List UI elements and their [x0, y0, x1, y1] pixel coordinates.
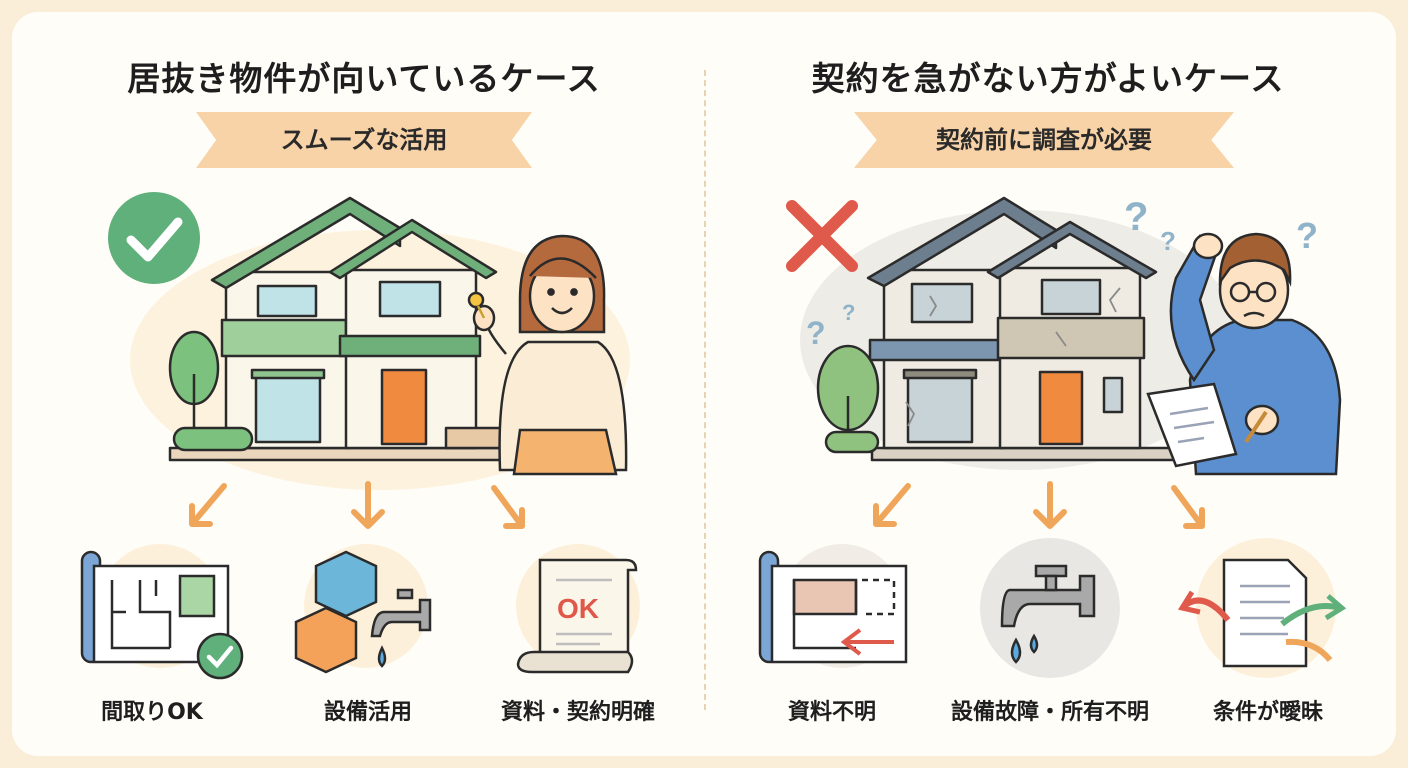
floorplan-check-icon [80, 544, 244, 680]
old-house-icon [866, 196, 1194, 462]
left-title: 居抜き物件が向いているケース [127, 59, 601, 98]
ok-document-icon [516, 544, 640, 674]
ambiguous-document-icon [1178, 538, 1347, 678]
svg-text:?: ? [1124, 195, 1148, 239]
boxes-faucet-icon [294, 544, 432, 674]
confused-man-icon [1146, 232, 1342, 476]
cross-mark-icon [786, 200, 858, 272]
label-docs-clear: 資料・契約明確 [500, 700, 655, 725]
tree-icon [168, 330, 254, 452]
left-ribbon: スムーズな活用 [196, 112, 532, 168]
label-terms-ambiguous: 条件が曖昧 [1212, 700, 1323, 725]
unclear-floorplan-icon [758, 544, 908, 668]
label-equipment-use: 設備活用 [323, 700, 412, 725]
old-tree-icon [816, 344, 880, 454]
question-marks-icon: ? ? ? ? ? [806, 195, 1318, 351]
ok-stamp: OK [557, 593, 599, 624]
tidy-house-icon [168, 196, 512, 462]
broken-faucet-icon [980, 538, 1120, 678]
center-divider [704, 70, 706, 710]
left-arrows [189, 481, 525, 529]
svg-text:?: ? [1160, 226, 1176, 256]
label-floorplan-ok: 間取りOK [101, 700, 203, 725]
check-badge-icon [108, 192, 200, 284]
right-arrows [873, 481, 1205, 529]
label-equipment-broken: 設備故障・所有不明 [950, 700, 1149, 725]
svg-text:?: ? [1296, 215, 1318, 256]
woman-with-key-icon [467, 234, 628, 476]
svg-text:?: ? [842, 300, 855, 325]
svg-text:?: ? [806, 315, 826, 351]
label-docs-unknown: 資料不明 [787, 700, 876, 725]
right-ribbon: 契約前に調査が必要 [854, 112, 1234, 168]
right-title: 契約を急がない方がよいケース [811, 59, 1285, 98]
